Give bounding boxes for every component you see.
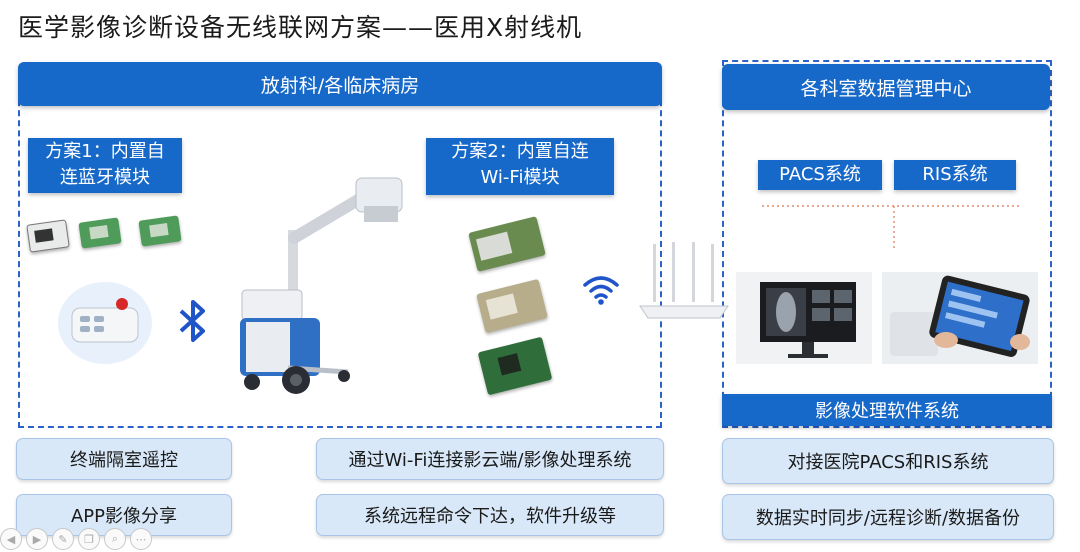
edit-icon[interactable]: ✎ [52,528,74,550]
feature-remote-control: 终端隔室遥控 [16,438,232,480]
scheme2-label: 方案2：内置自连 Wi-Fi模块 [426,138,614,195]
page-title: 医学影像诊断设备无线联网方案——医用X射线机 [18,13,583,42]
ris-label: RIS系统 [894,160,1016,190]
scheme1-label: 方案1：内置自 连蓝牙模块 [28,138,182,193]
feature-data-sync: 数据实时同步/远程诊断/数据备份 [722,494,1054,540]
right-panel-header: 各科室数据管理中心 [722,64,1050,110]
bluetooth-module-2 [78,217,122,249]
prev-icon[interactable]: ◀ [0,528,22,550]
feature-remote-command: 系统远程命令下达，软件升级等 [316,494,664,536]
monitor-icon [736,272,872,364]
right-panel-frame [722,60,1052,428]
zoom-icon[interactable]: ⌕ [104,528,126,550]
wifi-icon [582,272,620,306]
bluetooth-module-1 [26,219,70,253]
scheme1-line2: 连蓝牙模块 [60,167,150,188]
feature-wifi-cloud: 通过Wi-Fi连接影云端/影像处理系统 [316,438,664,480]
router-icon [636,240,732,324]
scheme2-line1: 方案2：内置自连 [451,141,589,162]
bluetooth-icon [176,298,210,344]
connector-lines [762,196,1022,252]
tablet-icon [882,272,1038,364]
scheme2-line2: Wi-Fi模块 [480,167,560,188]
x-ray-machine-icon [228,172,414,402]
left-panel-header: 放射科/各临床病房 [18,62,662,106]
remote-control-icon [58,282,152,364]
scheme1-line1: 方案1：内置自 [45,141,165,162]
copy-icon[interactable]: ❐ [78,528,100,550]
pacs-label: PACS系统 [758,160,882,190]
next-icon[interactable]: ▶ [26,528,48,550]
bluetooth-module-3 [138,215,182,247]
feature-pacs-ris: 对接医院PACS和RIS系统 [722,438,1054,484]
software-system-label: 影像处理软件系统 [722,394,1052,426]
more-icon[interactable]: ⋯ [130,528,152,550]
viewer-toolbar: ◀ ▶ ✎ ❐ ⌕ ⋯ [0,528,152,550]
